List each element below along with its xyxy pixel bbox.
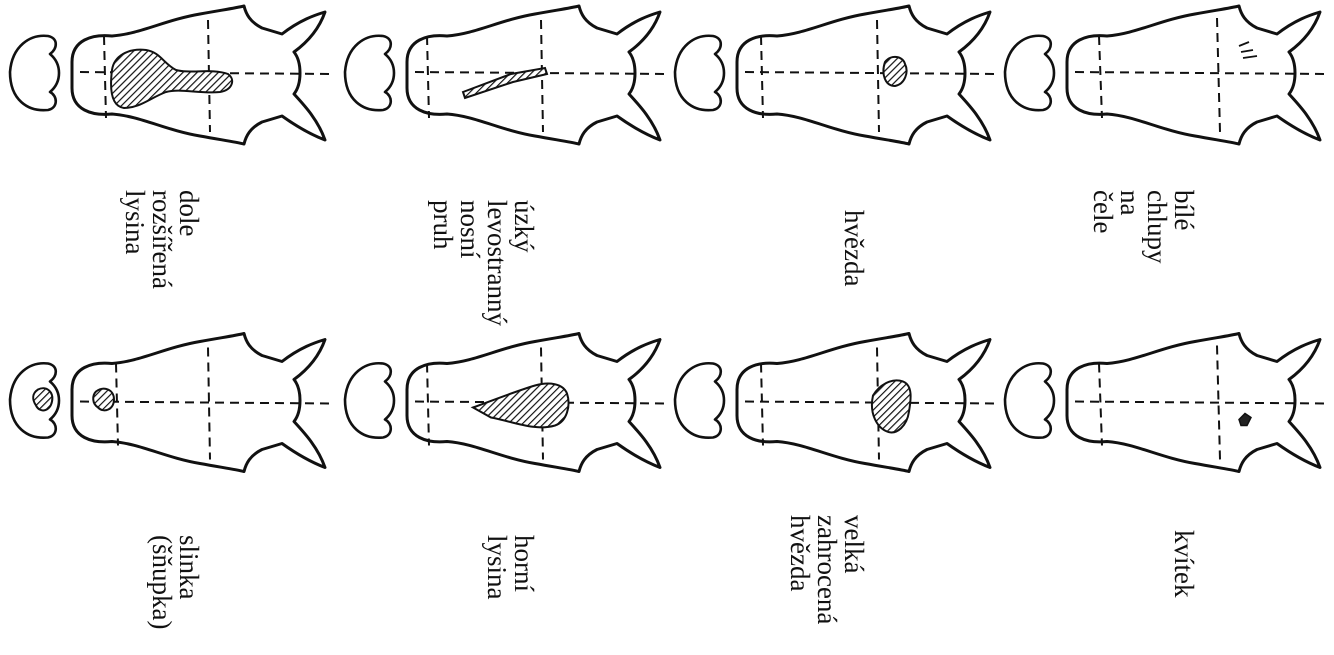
horse-head-diagram (0, 0, 330, 150)
marking-cell-horni-lysina: horní lysina (335, 325, 665, 655)
marking-label: úzký levostranný nosní pruh (429, 200, 537, 326)
marking-label: hvězda (840, 210, 867, 286)
marking-cell-kvitek: kvítek (995, 325, 1325, 655)
marking-label: kvítek (1170, 530, 1197, 598)
marking-cell-hvezda: hvězda (665, 0, 995, 310)
head-outline (1005, 6, 1320, 144)
horse-head-diagram (335, 325, 665, 480)
marking-cell-slinka: slinka (šňupka) (0, 325, 335, 655)
white-hairs-marking (1239, 42, 1257, 58)
nostril-axis (1099, 36, 1102, 118)
head-outline (345, 6, 660, 144)
snip-marking-head (93, 389, 114, 411)
horse-head-diagram (665, 0, 995, 150)
big-star-marking (872, 380, 911, 432)
marking-label: dole rozšířená lysina (121, 190, 202, 289)
marking-cell-bile-chlupy: bílé chlupy na čele (995, 0, 1325, 310)
head-outline (675, 6, 990, 144)
snip-marking-nose (33, 388, 52, 410)
marking-cell-velka-hvezda: velká zahrocená hvězda (665, 325, 995, 655)
horse-head-diagram (665, 325, 995, 480)
marking-cell-uzky-pruh: úzký levostranný nosní pruh (335, 0, 665, 310)
upper-blaze-marking (473, 384, 569, 428)
horse-head-diagram (995, 325, 1325, 480)
horse-head-diagram (995, 0, 1325, 150)
marking-label: velká zahrocená hvězda (786, 515, 867, 624)
centre-axis (1075, 72, 1325, 74)
wide-blaze-marking (111, 50, 232, 108)
marking-label: horní lysina (483, 535, 537, 600)
star-marking (883, 57, 906, 86)
marking-cell-dole-lysina: dole rozšířená lysina (0, 0, 335, 310)
eye-axis (1217, 18, 1220, 132)
marking-label: slinka (šňupka) (148, 535, 202, 629)
horse-head-diagram (335, 0, 665, 150)
small-star-marking (1239, 414, 1251, 426)
horse-head-diagram (0, 325, 330, 480)
marking-label: bílé chlupy na čele (1089, 190, 1197, 264)
